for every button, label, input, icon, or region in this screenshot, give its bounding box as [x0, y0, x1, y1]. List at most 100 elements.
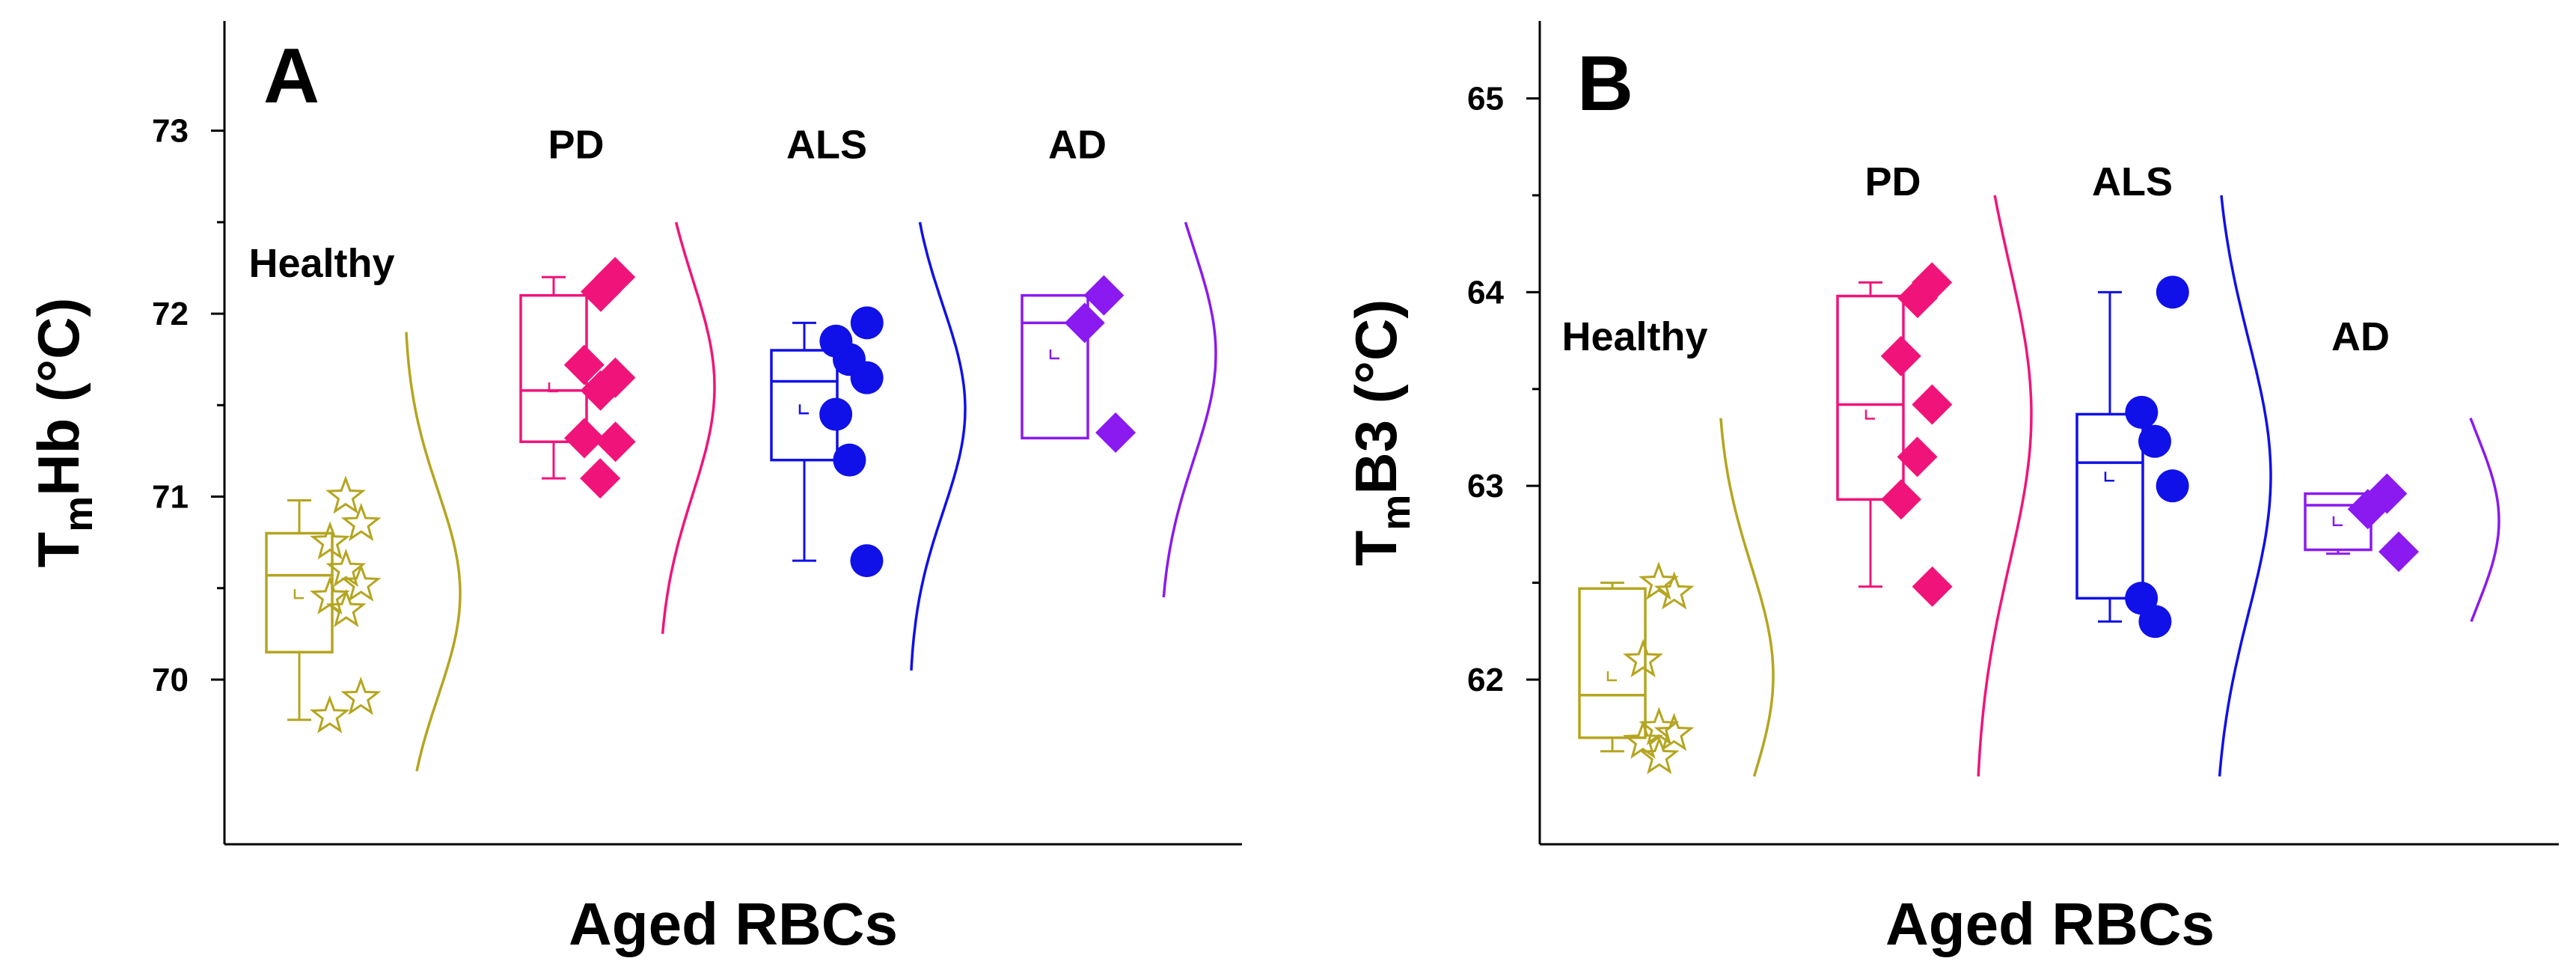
panel-letter: B — [1577, 40, 1633, 127]
y-axis-label-rest: B3 (°C) — [1343, 299, 1409, 495]
data-point-circle — [2138, 605, 2172, 638]
category-label: AD — [2331, 314, 2390, 359]
series-als: ALS — [770, 122, 967, 671]
category-label: ALS — [786, 122, 867, 167]
data-point-star — [325, 588, 367, 628]
series-pd: PD — [1836, 159, 2033, 777]
y-axis-label: TmB3 (°C) — [1343, 299, 1419, 567]
y-axis-label-subscript: m — [1374, 495, 1419, 531]
category-label: ALS — [2092, 159, 2173, 204]
data-point-diamond — [1897, 436, 1938, 478]
x-axis-label: Aged RBCs — [1885, 891, 2215, 957]
data-point-diamond — [580, 370, 621, 411]
y-tick-label: 65 — [1467, 81, 1504, 118]
data-point-diamond — [1083, 275, 1125, 316]
data-point-diamond — [580, 458, 621, 499]
data-point-star — [340, 677, 382, 716]
panel-b: 62 63 64 65 B TmB3 (°C) Aged RBCs Healthy PD ALS A… — [1343, 21, 2559, 957]
data-point-circle — [833, 443, 866, 477]
data-point-diamond — [595, 421, 636, 463]
y-axis-label: TmHb (°C) — [25, 298, 101, 568]
mean-marker — [293, 589, 304, 600]
data-point-diamond — [563, 344, 605, 385]
series-pd: PD — [519, 122, 716, 635]
data-point-circle — [819, 397, 853, 431]
data-point-diamond — [1897, 278, 1938, 319]
category-label: Healthy — [1561, 314, 1707, 359]
data-point-star — [1639, 561, 1679, 600]
data-point-star — [1653, 571, 1695, 610]
data-point-circle — [2156, 469, 2189, 503]
y-axis-label-main: T — [25, 532, 91, 568]
category-label: PD — [1864, 159, 1921, 204]
mean-marker — [2332, 516, 2343, 527]
data-point-diamond — [1912, 566, 1953, 607]
data-point-star — [1623, 638, 1664, 678]
panel-letter: A — [263, 33, 319, 120]
density-curve — [1977, 195, 2033, 777]
data-point-diamond — [563, 418, 605, 459]
data-point-diamond — [1064, 302, 1105, 344]
density-curve — [2469, 417, 2500, 623]
y-tick-label: 71 — [152, 479, 189, 516]
y-tick-label: 64 — [1467, 274, 1504, 311]
mean-marker — [1606, 671, 1617, 682]
mean-marker — [1864, 409, 1875, 420]
data-point-circle — [850, 361, 884, 394]
data-point-diamond — [580, 271, 621, 312]
series-healthy: Healthy — [1561, 314, 1775, 777]
iqr-box — [1021, 293, 1089, 440]
y-tick-label: 62 — [1467, 662, 1504, 698]
iqr-box — [1836, 294, 1905, 501]
density-curve — [910, 222, 967, 671]
category-label: AD — [1048, 122, 1107, 167]
data-point-circle — [850, 544, 884, 578]
density-curve — [661, 222, 716, 635]
data-point-star — [309, 695, 350, 734]
y-tick-label: 70 — [152, 662, 189, 698]
density-curve — [405, 332, 462, 772]
data-point-star — [340, 502, 382, 542]
series-ad: AD — [1021, 122, 1217, 598]
data-point-circle — [2125, 395, 2159, 429]
category-label: Healthy — [248, 241, 394, 286]
y-tick-label: 63 — [1467, 468, 1504, 504]
data-point-star — [325, 475, 366, 514]
data-point-diamond — [2347, 489, 2388, 530]
data-point-diamond — [2378, 531, 2420, 573]
series-als: ALS — [2075, 159, 2272, 777]
series-healthy: Healthy — [248, 241, 462, 772]
data-point-star — [309, 576, 350, 614]
data-point-circle — [850, 306, 884, 340]
density-curve — [1162, 222, 1217, 598]
data-point-diamond — [1880, 335, 1921, 376]
y-tick-label: 72 — [152, 296, 189, 332]
mean-marker — [798, 404, 809, 415]
data-point-diamond — [1912, 384, 1953, 425]
y-axis-label-rest: Hb (°C) — [25, 298, 91, 496]
data-point-star — [1639, 736, 1680, 775]
data-point-circle — [2156, 275, 2189, 309]
iqr-box — [265, 531, 334, 654]
density-curve — [1719, 418, 1775, 777]
data-point-star — [1622, 720, 1663, 759]
data-point-star — [325, 548, 367, 588]
mean-marker — [1049, 349, 1059, 360]
density-curve — [2218, 195, 2272, 777]
iqr-box — [2075, 412, 2144, 600]
y-axis-label-subscript: m — [56, 496, 101, 532]
data-point-diamond — [1095, 412, 1136, 453]
y-tick-label: 73 — [152, 113, 189, 150]
mean-marker — [2104, 472, 2114, 482]
data-point-star — [340, 563, 382, 602]
y-axis-label-main: T — [1343, 531, 1409, 567]
data-point-star — [310, 521, 351, 560]
data-point-diamond — [1880, 479, 1921, 520]
x-axis-label: Aged RBCs — [569, 891, 898, 957]
iqr-box — [1578, 587, 1647, 739]
mean-marker — [548, 382, 558, 393]
category-label: PD — [548, 122, 604, 167]
panel-a: 70 71 72 73 A TmHb (°C) Aged RBCs Healthy PD ALS A… — [25, 21, 1242, 957]
